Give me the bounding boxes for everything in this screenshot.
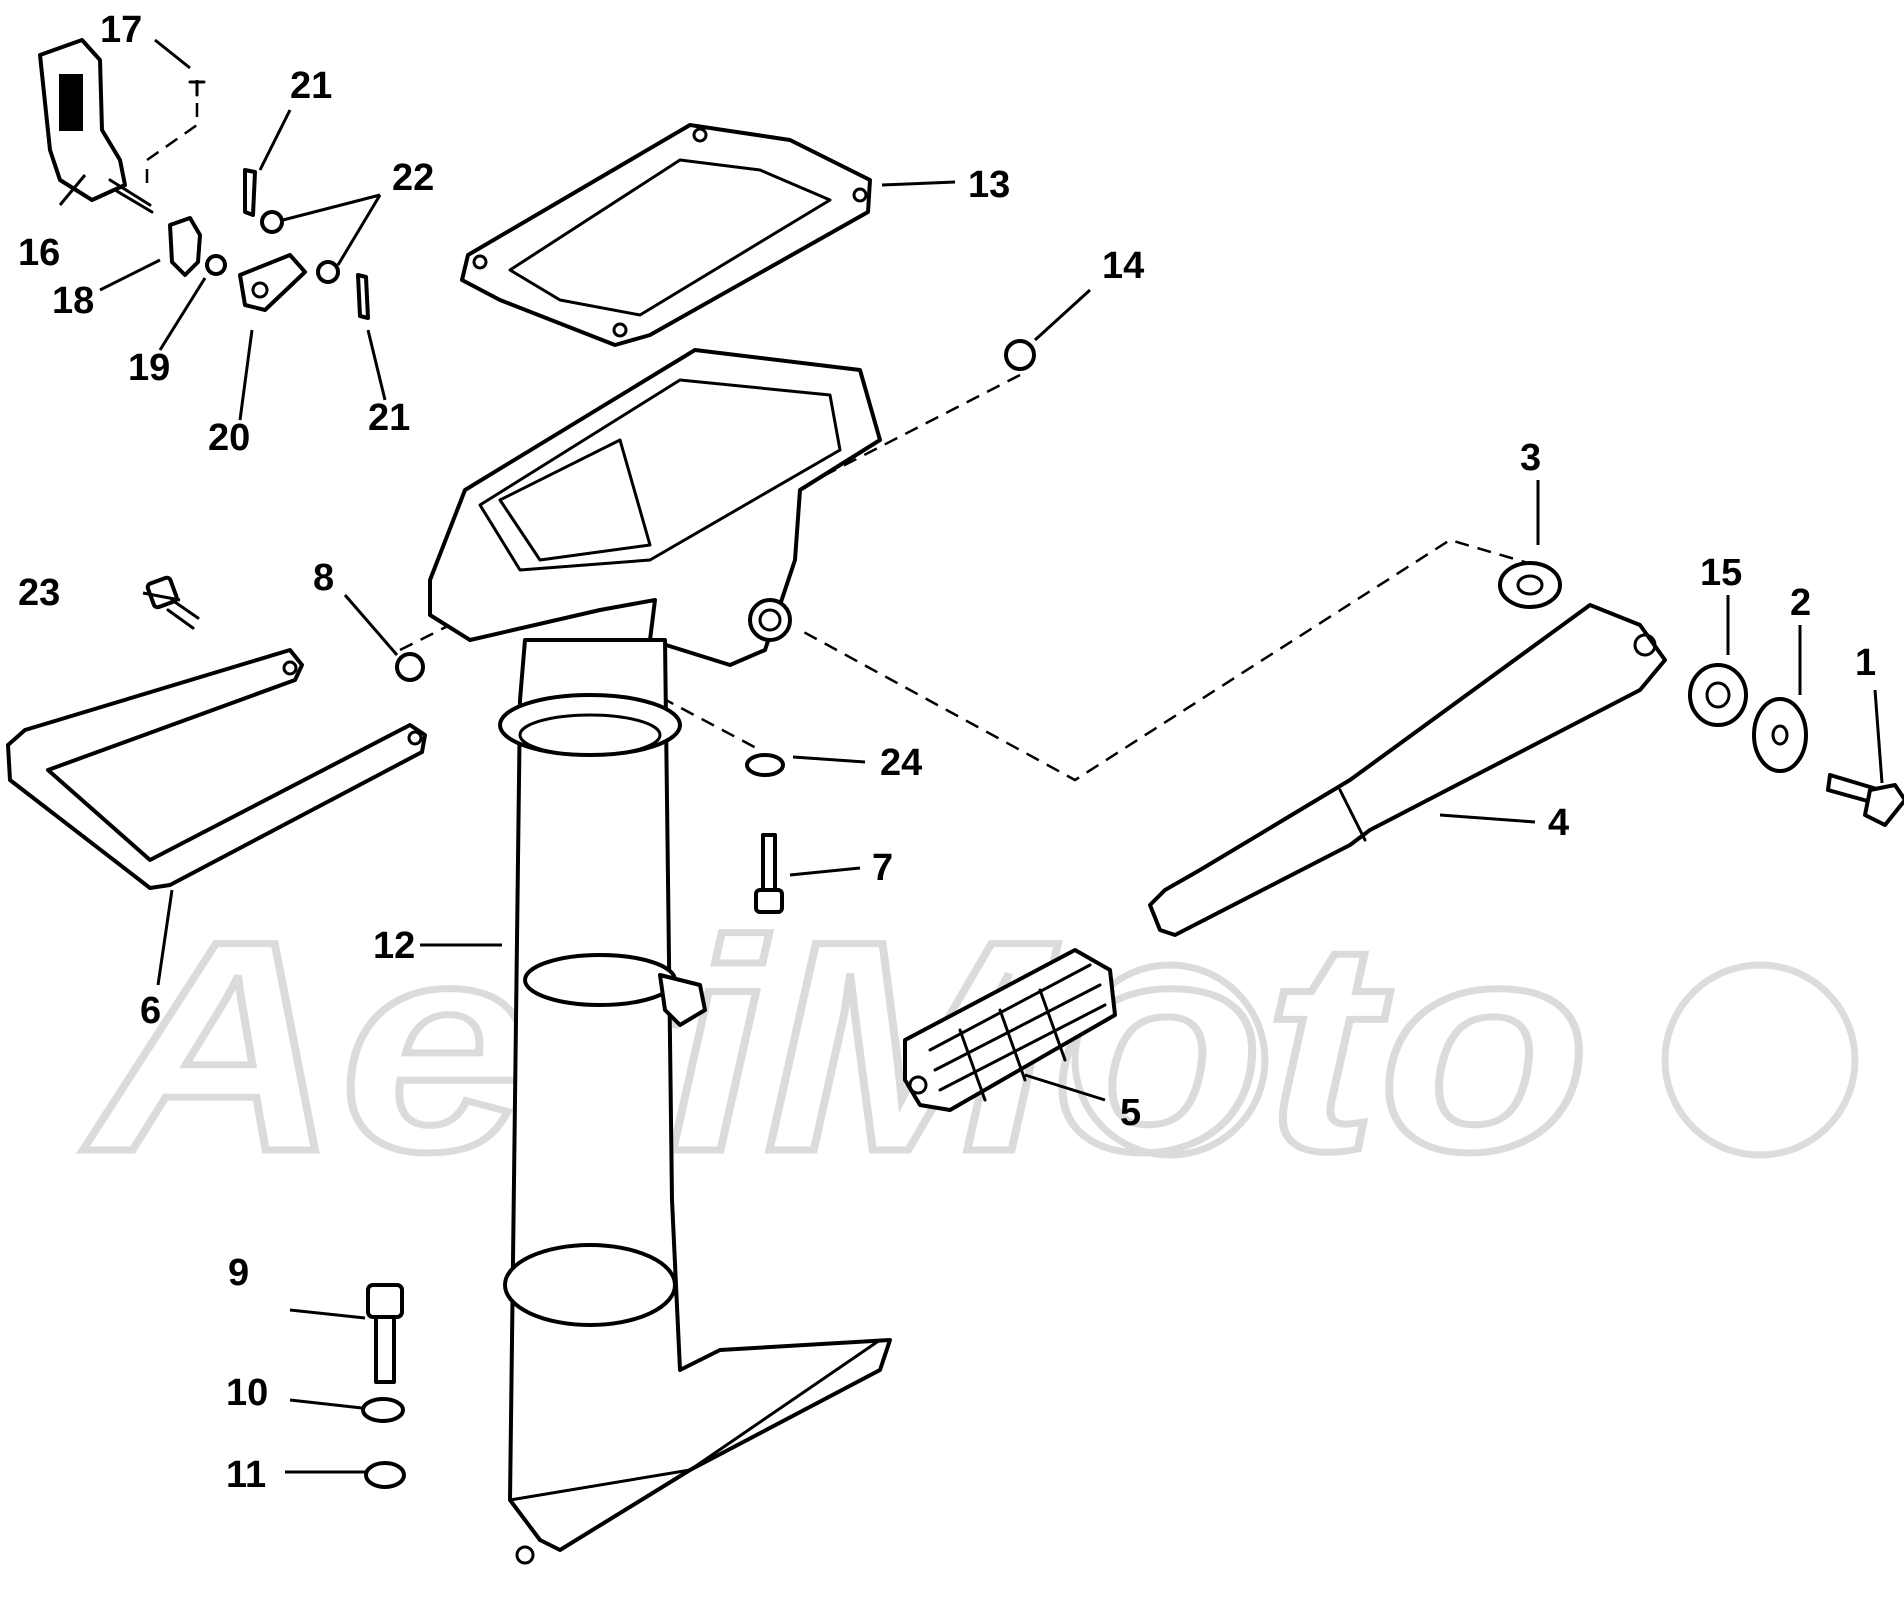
callout-23: 23 xyxy=(18,572,60,614)
callout-13: 13 xyxy=(968,164,1010,206)
part-5-grip xyxy=(903,948,1117,1112)
watermark-text: AeriMoto xyxy=(79,878,1590,1214)
callout-17: 17 xyxy=(100,9,142,51)
callout-15: 15 xyxy=(1700,552,1742,594)
part-8-nut xyxy=(395,652,425,682)
part-22-nut-lower xyxy=(316,260,340,284)
part-21-pin-lower xyxy=(356,273,370,320)
part-9-bolt xyxy=(366,1283,404,1384)
part-20-link xyxy=(238,253,307,312)
part-24-washer xyxy=(745,753,785,777)
part-12-housing xyxy=(428,348,892,1565)
part-11-washer xyxy=(364,1461,406,1489)
callout-21-upper: 21 xyxy=(290,65,332,107)
part-17-screw xyxy=(188,80,206,97)
part-21-pin-upper xyxy=(243,168,257,217)
part-7-bolt xyxy=(754,833,784,914)
part-15-bushing xyxy=(1688,663,1748,727)
part-3-spacer xyxy=(1498,561,1562,609)
part-23-bolt xyxy=(145,575,200,630)
callout-1: 1 xyxy=(1855,642,1876,684)
callouts: 1 2 3 4 5 6 7 8 9 10 11 12 13 14 15 16 1… xyxy=(18,9,1876,1496)
leader-lines xyxy=(58,38,1884,1474)
part-16-handle-end xyxy=(38,38,154,214)
part-14-nut xyxy=(1004,339,1036,371)
callout-2: 2 xyxy=(1790,582,1811,624)
callout-14: 14 xyxy=(1102,245,1144,287)
callout-3: 3 xyxy=(1520,437,1541,479)
part-2-washer xyxy=(1752,697,1808,773)
callout-7: 7 xyxy=(872,847,893,889)
callout-12: 12 xyxy=(373,925,415,967)
part-19-washer xyxy=(205,254,227,276)
callout-20: 20 xyxy=(208,417,250,459)
part-18-bracket xyxy=(168,216,202,277)
part-1-bolt xyxy=(1826,773,1904,827)
callout-16: 16 xyxy=(18,232,60,274)
callout-18: 18 xyxy=(52,280,94,322)
callout-11: 11 xyxy=(226,1454,266,1496)
callout-21-lower: 21 xyxy=(368,397,410,439)
part-13-gasket xyxy=(460,123,872,347)
part-22-nut-upper xyxy=(260,210,284,234)
callout-4: 4 xyxy=(1548,802,1569,844)
part-4-tiller-arm xyxy=(1148,603,1667,937)
callout-9: 9 xyxy=(228,1252,249,1294)
part-6-bracket xyxy=(6,648,427,890)
callout-22: 22 xyxy=(392,157,434,199)
part-10-washer xyxy=(361,1397,405,1423)
watermark: AeriMoto xyxy=(76,875,1859,1218)
callout-19: 19 xyxy=(128,347,170,389)
callout-10: 10 xyxy=(226,1372,268,1414)
callout-8: 8 xyxy=(313,557,334,599)
callout-5: 5 xyxy=(1120,1092,1141,1134)
callout-24: 24 xyxy=(880,742,922,784)
callout-6: 6 xyxy=(140,990,161,1032)
